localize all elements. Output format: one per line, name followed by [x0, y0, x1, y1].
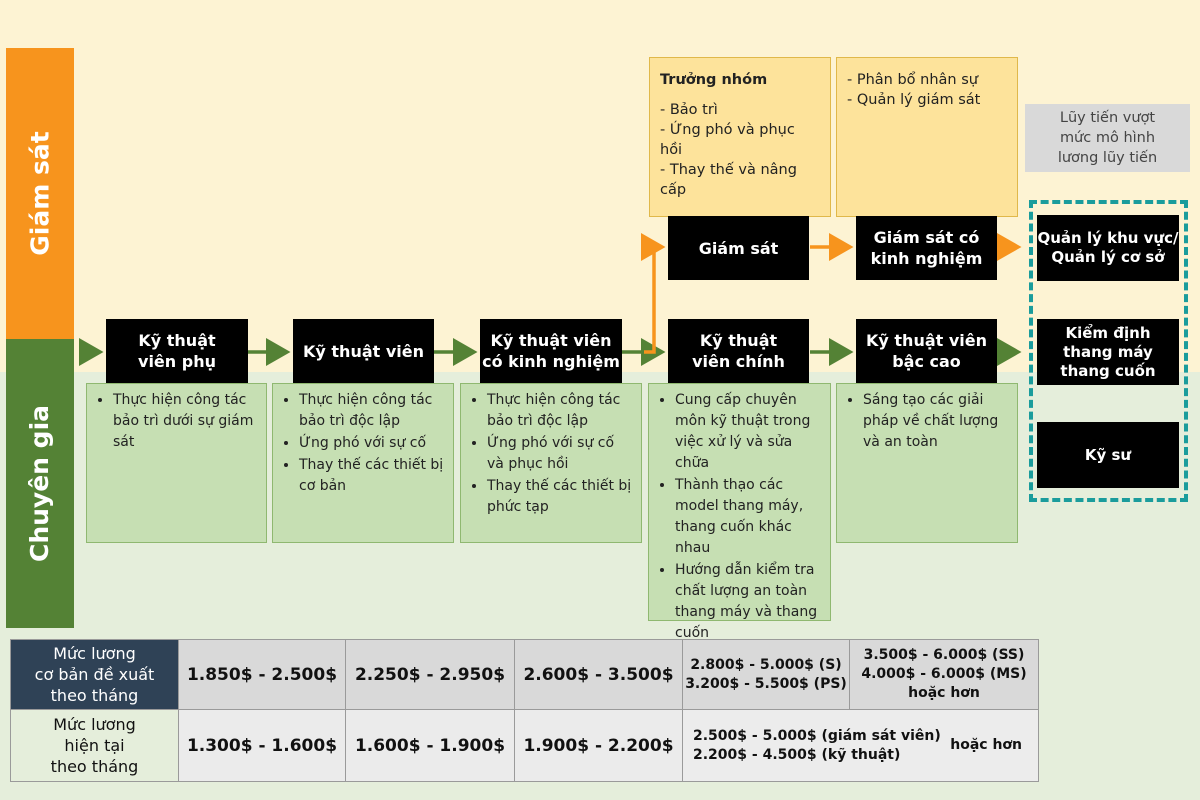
current-salary-range: 2.500$ - 5.000$ (giám sát viên) 2.200$ -… [693, 727, 941, 763]
current-salary-label: Mức lương hiện tại theo tháng [10, 709, 179, 782]
duty-item: Cung cấp chuyên môn kỹ thuật trong việc … [675, 390, 824, 474]
duty-item: Thực hiện công tác bảo trì dưới sự giám … [113, 390, 260, 453]
senior-technician-box: Kỹ thuật viên bậc cao [856, 319, 997, 383]
duty-item: Hướng dẫn kiểm tra chất lượng an toàn th… [675, 560, 824, 644]
area-manager-box: Quản lý khu vực/ Quản lý cơ sở [1037, 215, 1179, 281]
duty-item: Thay thế các thiết bị phức tạp [487, 476, 635, 518]
supervisor-roles-title: Trưởng nhóm [660, 72, 768, 88]
assistant-technician-box: Kỹ thuật viên phụ [106, 319, 248, 383]
duty-item: Sáng tạo các giải pháp về chất lượng và … [863, 390, 1011, 453]
supervisor-role-item: - Bảo trì [660, 102, 718, 118]
supervisor-roles-box: Trưởng nhóm - Bảo trì - Ứng phó và phục … [649, 57, 831, 217]
proposed-salary-cell: 2.600$ - 3.500$ [514, 639, 683, 710]
lead-technician-box: Kỹ thuật viên chính [668, 319, 809, 383]
supervisor-box: Giám sát [668, 216, 809, 280]
technician-box: Kỹ thuật viên [293, 319, 434, 383]
engineer-box: Kỹ sư [1037, 422, 1179, 488]
current-salary-cell: 1.900$ - 2.200$ [514, 709, 683, 782]
duty-item: Thay thế các thiết bị cơ bản [299, 455, 447, 497]
proposed-salary-cell: 2.800$ - 5.000$ (S) 3.200$ - 5.500$ (PS) [682, 639, 850, 710]
experienced-technician-duties: Thực hiện công tác bảo trì độc lập Ứng p… [460, 383, 642, 543]
current-salary-suffix: hoặc hơn [950, 737, 1022, 753]
current-salary-wide-cell: 2.500$ - 5.000$ (giám sát viên) 2.200$ -… [682, 709, 1039, 782]
duty-item: Ứng phó với sự cố và phục hồi [487, 433, 635, 475]
duty-item: Ứng phó với sự cố [299, 433, 447, 454]
current-salary-cell: 1.600$ - 1.900$ [345, 709, 515, 782]
senior-supervisor-role-item: - Quản lý giám sát [847, 92, 981, 108]
assistant-technician-duties: Thực hiện công tác bảo trì dưới sự giám … [86, 383, 267, 543]
arrow-orange-up [641, 233, 666, 354]
advanced-roles-frame [1029, 200, 1188, 502]
current-salary-cell: 1.300$ - 1.600$ [178, 709, 346, 782]
progressive-note: Lũy tiến vượt mức mô hình lương lũy tiến [1025, 104, 1190, 172]
experienced-technician-box: Kỹ thuật viên có kinh nghiệm [480, 319, 622, 383]
track-label-supervision: Giám sát [6, 48, 74, 339]
senior-technician-duties: Sáng tạo các giải pháp về chất lượng và … [836, 383, 1018, 543]
duty-item: Thực hiện công tác bảo trì độc lập [299, 390, 447, 432]
proposed-salary-cell: 2.250$ - 2.950$ [345, 639, 515, 710]
senior-supervisor-roles-box: - Phân bổ nhân sự - Quản lý giám sát [836, 57, 1018, 217]
track-label-specialist: Chuyên gia [6, 339, 74, 628]
proposed-salary-cell: 1.850$ - 2.500$ [178, 639, 346, 710]
proposed-salary-label: Mức lương cơ bản đề xuất theo tháng [10, 639, 179, 710]
technician-duties: Thực hiện công tác bảo trì độc lập Ứng p… [272, 383, 454, 543]
supervisor-role-item: - Ứng phó và phục hồi [660, 122, 795, 158]
lead-technician-duties: Cung cấp chuyên môn kỹ thuật trong việc … [648, 383, 831, 641]
proposed-salary-cell: 3.500$ - 6.000$ (SS) 4.000$ - 6.000$ (MS… [849, 639, 1039, 710]
duty-item: Thực hiện công tác bảo trì độc lập [487, 390, 635, 432]
senior-supervisor-box: Giám sát có kinh nghiệm [856, 216, 997, 280]
elevator-inspection-box: Kiểm định thang máy thang cuốn [1037, 319, 1179, 385]
senior-supervisor-role-item: - Phân bổ nhân sự [847, 72, 978, 88]
supervisor-role-item: - Thay thế và nâng cấp [660, 162, 797, 198]
duty-item: Thành thạo các model thang máy, thang cu… [675, 475, 824, 559]
